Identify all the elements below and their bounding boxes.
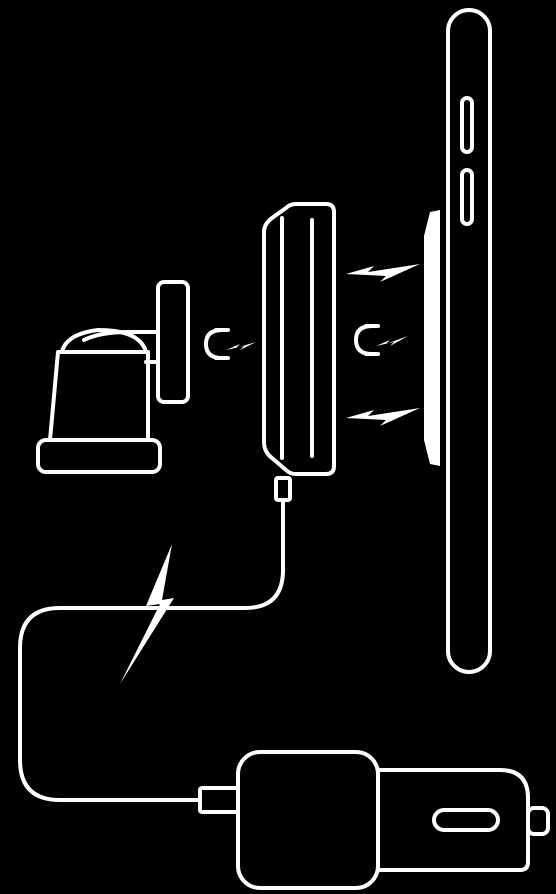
car-charger-icon — [198, 750, 550, 890]
usb-cable-icon — [18, 498, 285, 802]
smartphone-icon — [446, 8, 492, 674]
lightning-bolt-icon — [346, 408, 420, 426]
wireless-charger-pad-icon — [262, 202, 336, 502]
phone-volume-down-button-icon — [460, 168, 474, 226]
magnet-icon — [354, 324, 408, 356]
lightning-bolt-icon — [346, 264, 420, 282]
lightning-bolt-icon — [120, 544, 174, 684]
suction-mount-icon — [36, 280, 190, 474]
magnet-icon — [204, 328, 256, 360]
phone-volume-up-button-icon — [460, 96, 474, 154]
magnetic-plate-icon — [424, 210, 440, 466]
